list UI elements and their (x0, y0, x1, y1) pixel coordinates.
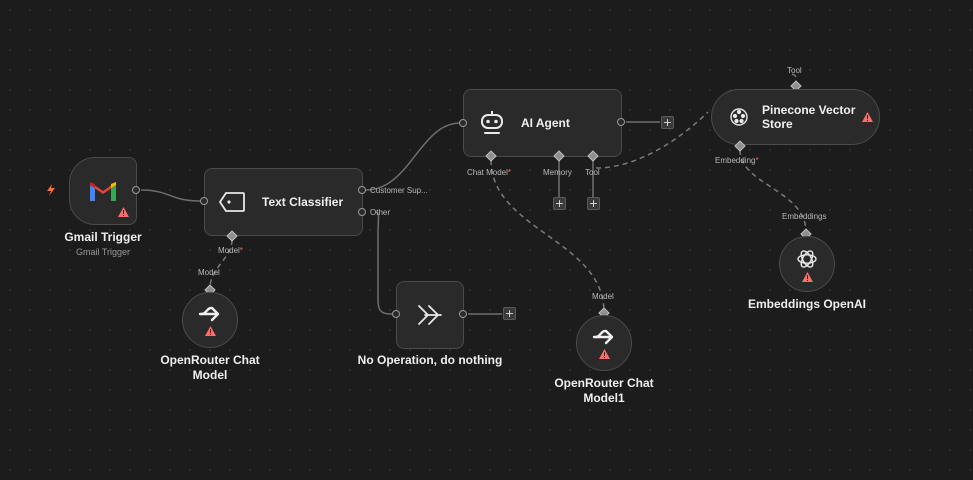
output-other-label: Other (370, 208, 391, 217)
openrouter-icon (592, 329, 614, 345)
no-operation-node[interactable] (396, 281, 464, 349)
edge-classifier-to-agent (365, 122, 461, 191)
no-operation-title: No Operation, do nothing (357, 353, 503, 367)
edge-classifier-to-noop (375, 211, 393, 315)
edge-gmail-to-classifier (140, 189, 201, 202)
text-classifier-input-port[interactable] (200, 197, 208, 205)
gmail-output-port[interactable] (132, 186, 140, 194)
warning-icon (118, 207, 129, 217)
no-operation-add-button[interactable]: + (503, 307, 516, 320)
openrouter-chat-model1-node[interactable] (576, 315, 632, 371)
embeddings-openai-title: Embeddings OpenAI (747, 297, 866, 311)
gmail-trigger-title: Gmail Trigger (64, 230, 142, 244)
memory-add-button[interactable]: + (553, 197, 566, 210)
warning-icon (801, 271, 813, 282)
pinecone-tool-label: Tool (787, 66, 802, 75)
text-classifier-output-1-port[interactable] (358, 186, 366, 194)
warning-icon (204, 326, 216, 336)
pinecone-icon (730, 108, 748, 126)
ai-agent-input-port[interactable] (459, 119, 467, 127)
lightning-bolt-icon (47, 184, 55, 196)
embeddings-port-label: Embeddings (782, 212, 827, 221)
text-classifier-node[interactable]: Text Classifier (204, 168, 363, 236)
ai-agent-add-button[interactable]: + (661, 116, 674, 129)
ai-agent-node[interactable]: AI Agent (463, 89, 622, 157)
tool-add-button[interactable]: + (587, 197, 600, 210)
openrouter2-port-label: Model (592, 292, 614, 301)
openai-icon (797, 249, 817, 268)
openrouter-chat-model-node[interactable] (182, 292, 238, 348)
no-operation-output-port[interactable] (459, 310, 467, 318)
ai-agent-title: AI Agent (521, 116, 570, 130)
embeddings-openai-node[interactable] (779, 236, 835, 292)
pinecone-embedding-label: Embedding* (715, 156, 759, 165)
edge-agent-chatmodel-dashed (490, 159, 605, 313)
gmail-icon (90, 182, 116, 201)
tool-label: Tool (585, 168, 600, 177)
ai-agent-output-port[interactable] (617, 118, 625, 126)
text-classifier-title: Text Classifier (262, 195, 344, 209)
output-customer-support-label: Customer Sup... (370, 186, 428, 195)
warning-icon (862, 112, 873, 122)
gmail-trigger-node[interactable] (69, 157, 137, 225)
no-operation-input-port[interactable] (392, 310, 400, 318)
text-classifier-model-label: Model* (218, 246, 243, 255)
text-classifier-output-2-port[interactable] (358, 208, 366, 216)
warning-icon (598, 349, 610, 359)
memory-label: Memory (543, 168, 572, 177)
double-chevron-right-icon (418, 305, 442, 325)
robot-icon (481, 111, 503, 134)
openrouter1-port-label: Model (198, 268, 220, 277)
chat-model-label: Chat Model* (467, 168, 512, 177)
openrouter-icon (198, 306, 220, 322)
tag-icon (219, 192, 245, 212)
gmail-trigger-subtitle: Gmail Trigger (75, 247, 130, 257)
